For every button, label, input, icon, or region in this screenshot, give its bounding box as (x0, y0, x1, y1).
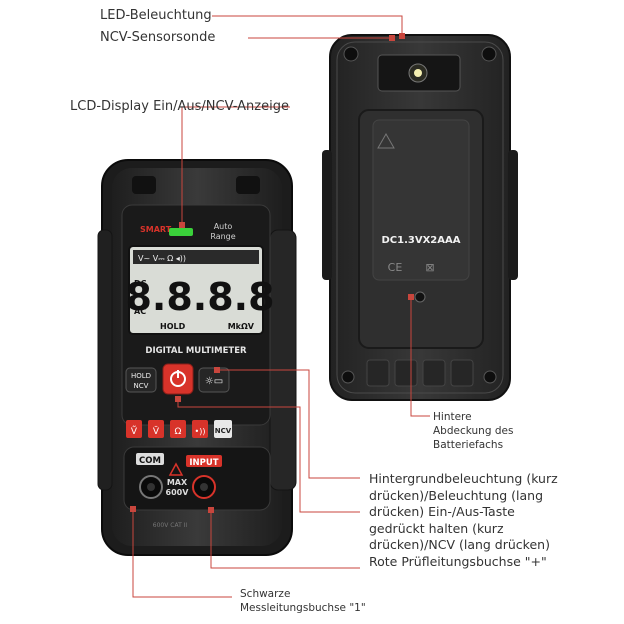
lcd-hold: HOLD (160, 322, 186, 331)
hold-btn-label: HOLD (131, 372, 151, 380)
lcd-label: LCD-Display Ein/Aus/NCV-Anzeige (70, 99, 289, 114)
model-label: DIGITAL MULTIMETER (145, 346, 247, 356)
range-label: Range (210, 232, 235, 241)
controls-line: drücken)/NCV (lang drücken) (369, 537, 550, 552)
power-button[interactable] (162, 363, 194, 395)
hold-ncv-button[interactable] (125, 367, 157, 393)
back-cover-line: Batteriefachs (433, 439, 504, 451)
warning-icon (168, 462, 184, 476)
black-jack-label: Schwarze Messleitungsbuchse "1" (240, 587, 366, 615)
cover-screw-icon (414, 291, 426, 303)
lcd-display (128, 245, 264, 335)
callout-dots (130, 33, 414, 513)
input-label: INPUT (189, 458, 218, 468)
com-label: COM (139, 456, 161, 466)
backlight-icon: ☼▭ (205, 376, 223, 387)
dc-v-icon: V̄ (153, 425, 160, 437)
led-label: LED-Beleuchtung (100, 8, 212, 23)
controls-line: Rote Prüfleitungsbuchse "+" (369, 553, 547, 569)
ohm-icon: Ω (175, 427, 182, 437)
lcd-mode-row: V~ V⎓ Ω ◂)) (138, 254, 186, 263)
lcd-dc: DC (134, 279, 147, 288)
black-jack-line: Messleitungsbuchse "1" (240, 602, 366, 614)
ac-v-icon: Ṽ (131, 425, 138, 437)
battery-spec: DC1.3VX2AAA (382, 235, 461, 246)
auto-label: Auto (214, 222, 233, 231)
back-cover-line: Abdeckung des (433, 425, 514, 437)
back-device: DC1.3VX2AAA CE ⊠ (322, 34, 518, 401)
ncv-key[interactable] (214, 420, 232, 438)
controls-line: Hintergrundbeleuchtung (kurz (369, 471, 558, 486)
ncv-probe-label: NCV-Sensorsonde (100, 30, 216, 45)
lcd-ac: AC (134, 307, 146, 316)
controls-label-block: Hintergrundbeleuchtung (kurz drücken)/Be… (369, 471, 558, 570)
max-voltage-label: 600V (166, 488, 190, 497)
back-cover-line: Hintere (433, 411, 472, 423)
ce-mark-icon: CE (388, 261, 403, 274)
ncv-key-label: NCV (215, 427, 232, 435)
cat-label: 600V CAT II (153, 522, 188, 529)
warning-icon (377, 132, 395, 149)
ac-v-key[interactable] (126, 420, 142, 438)
back-cover-label: Hintere Abdeckung des Batteriefachs (433, 410, 513, 452)
dc-v-key[interactable] (148, 420, 164, 438)
front-device: SMART Auto Range V~ V⎓ Ω ◂)) DC AC 8.8.8… (97, 159, 297, 556)
lcd-digits: 8.8.8.8 (125, 275, 274, 319)
black-jack-line: Schwarze (240, 588, 291, 600)
continuity-key[interactable] (192, 420, 208, 438)
max-label: MAX (167, 478, 188, 487)
ncv-btn-label: NCV (134, 382, 149, 390)
weee-icon: ⊠ (425, 261, 434, 274)
ohm-key[interactable] (170, 420, 186, 438)
callout-lines (132, 15, 430, 598)
controls-line: drücken) Ein-/Aus-Taste (369, 504, 515, 519)
lcd-units: MkΩV (228, 322, 255, 331)
controls-line: drücken)/Beleuchtung (lang (369, 487, 544, 503)
controls-line: gedrückt halten (kurz (369, 520, 504, 536)
power-led (169, 228, 193, 236)
continuity-icon: •)) (195, 427, 206, 436)
brand-logo: SMART (140, 225, 172, 234)
